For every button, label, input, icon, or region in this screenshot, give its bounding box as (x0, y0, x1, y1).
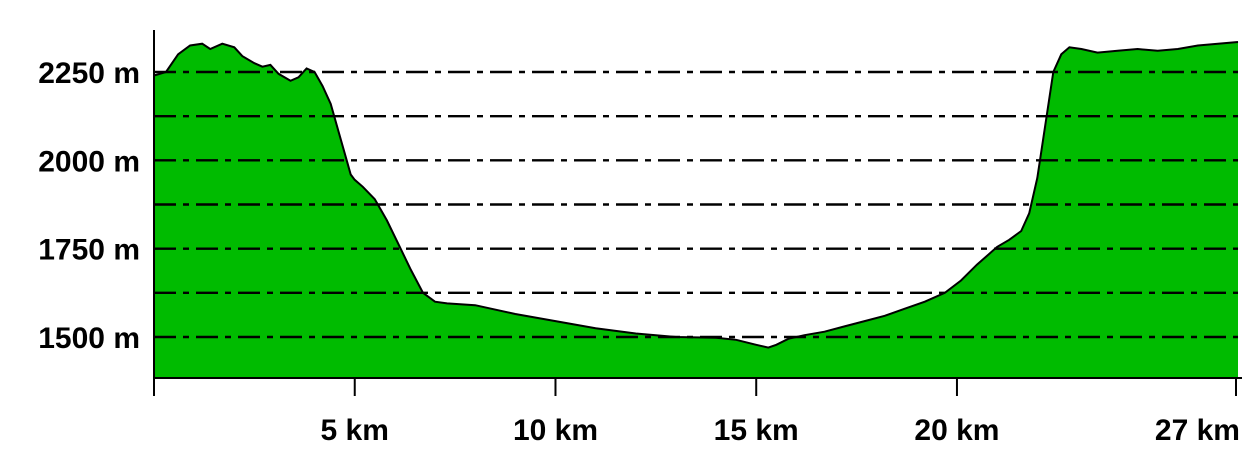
y-tick-label: 1750 m (38, 234, 140, 267)
y-tick-label: 1500 m (38, 322, 140, 355)
y-tick-label: 2000 m (38, 145, 140, 178)
gridline-layer (154, 70, 1238, 339)
y-tick-label: 2250 m (38, 57, 140, 90)
x-tick-label: 20 km (914, 414, 999, 447)
x-tick-label: 15 km (714, 414, 799, 447)
x-tick-label: 27 km (1155, 414, 1240, 447)
x-tick-label: 10 km (513, 414, 598, 447)
x-tick-label: 5 km (321, 414, 389, 447)
tick-label-layer: 5 km 10 km 15 km 20 km 27 km 2250 m 2000 m 1750… (38, 57, 1240, 447)
axis-layer (153, 30, 1242, 396)
elevation-area-layer (153, 41, 1239, 378)
elevation-area (154, 42, 1238, 378)
